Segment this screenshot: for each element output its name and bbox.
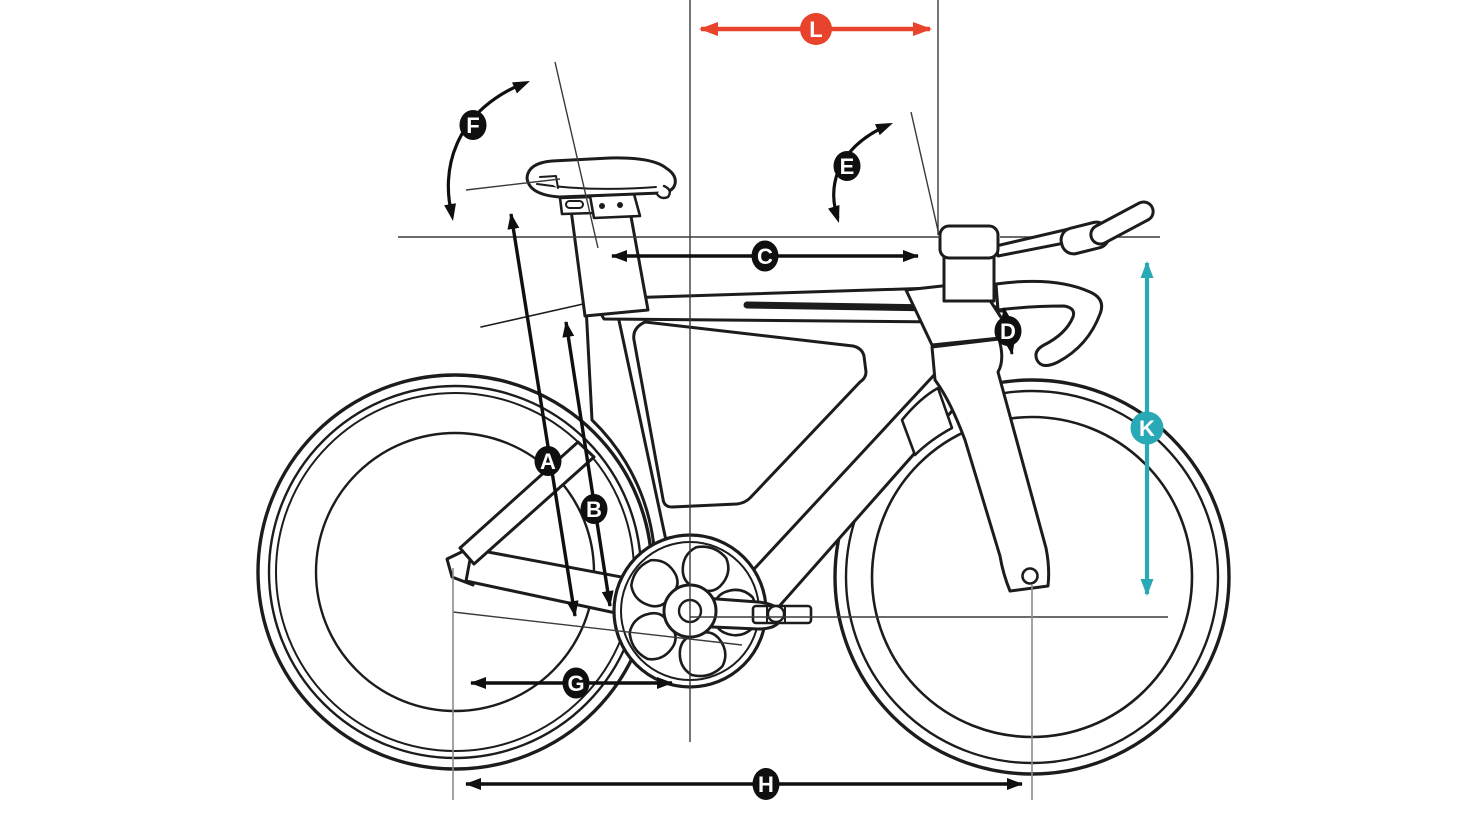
bike-line-art: [256, 156, 1231, 776]
label-b-letter: B: [586, 497, 602, 522]
measurement-a: A: [507, 213, 579, 617]
measurement-b: B: [562, 321, 614, 607]
label-l-badge: [800, 13, 832, 45]
label-d-badge: [994, 316, 1022, 346]
saddle-side-notch: [539, 175, 559, 189]
measurement-h: H: [465, 768, 1023, 800]
clamp-bolt-1: [599, 203, 605, 209]
armrest-pad: [938, 224, 1000, 260]
label-e-badge: [833, 151, 861, 181]
seat-cluster-cowl-line: [480, 301, 593, 328]
measurement-g: G: [470, 667, 673, 699]
label-c-badge: [751, 240, 779, 272]
label-g-letter: G: [567, 671, 584, 696]
measurement-k: K: [1130, 261, 1164, 596]
sloped-reference-line: [452, 611, 743, 646]
extension-grip-tip: [1089, 200, 1155, 246]
label-l-letter: L: [809, 17, 822, 42]
measurement-f: F: [444, 75, 533, 223]
saddle-assembly: [525, 156, 677, 318]
saddle-nose-curl: [655, 184, 671, 200]
fork-crown-fairing: [900, 386, 954, 457]
measurement-c: C: [611, 240, 919, 272]
arc-e-arrowhead-bottom: [828, 204, 845, 225]
arc-f-arrowhead-bottom: [444, 203, 459, 223]
measurement-l: L: [699, 13, 932, 45]
measurements: A B C D E: [444, 13, 1164, 800]
label-k-badge: [1130, 411, 1164, 445]
label-h-letter: H: [758, 772, 774, 797]
fork-blade: [930, 337, 1051, 593]
cockpit: [938, 200, 1155, 367]
seat-clamp-plate: [588, 192, 642, 220]
measurement-e: E: [828, 117, 896, 225]
reference-lines: [398, 0, 1168, 800]
head-angle-reference-line: [910, 111, 940, 236]
saddle-shell-line: [536, 183, 657, 190]
basebar-and-brake-lever: [994, 279, 1104, 367]
label-k-letter: K: [1139, 416, 1155, 441]
arc-e-arrowhead-top: [875, 117, 896, 136]
arc-f: [446, 81, 525, 216]
saddle-tilt-reference-line: [465, 178, 561, 191]
label-b-badge: [580, 494, 608, 524]
seat-angle-reference-line: [554, 61, 599, 249]
pedal-spindle: [766, 604, 786, 624]
label-h-badge: [752, 768, 780, 800]
clamp-bolt-2: [617, 202, 623, 208]
label-c-letter: C: [757, 244, 773, 269]
arrow-a: [507, 213, 579, 617]
frame-storage-bag: [632, 320, 868, 509]
label-a-letter: A: [540, 449, 556, 474]
stem-riser: [942, 255, 996, 303]
label-d-letter: D: [1000, 319, 1016, 344]
label-f-badge: [459, 110, 487, 140]
front-axle: [1021, 567, 1039, 585]
label-e-letter: E: [840, 154, 855, 179]
label-f-letter: F: [466, 113, 479, 138]
arrow-b: [562, 321, 614, 607]
label-a-badge: [534, 446, 562, 476]
measurement-d: D: [994, 307, 1022, 355]
clamp-ear-slot: [565, 200, 584, 209]
seat-stay: [458, 440, 596, 566]
label-g-badge: [562, 667, 590, 699]
arc-f-arrowhead-top: [512, 75, 533, 94]
